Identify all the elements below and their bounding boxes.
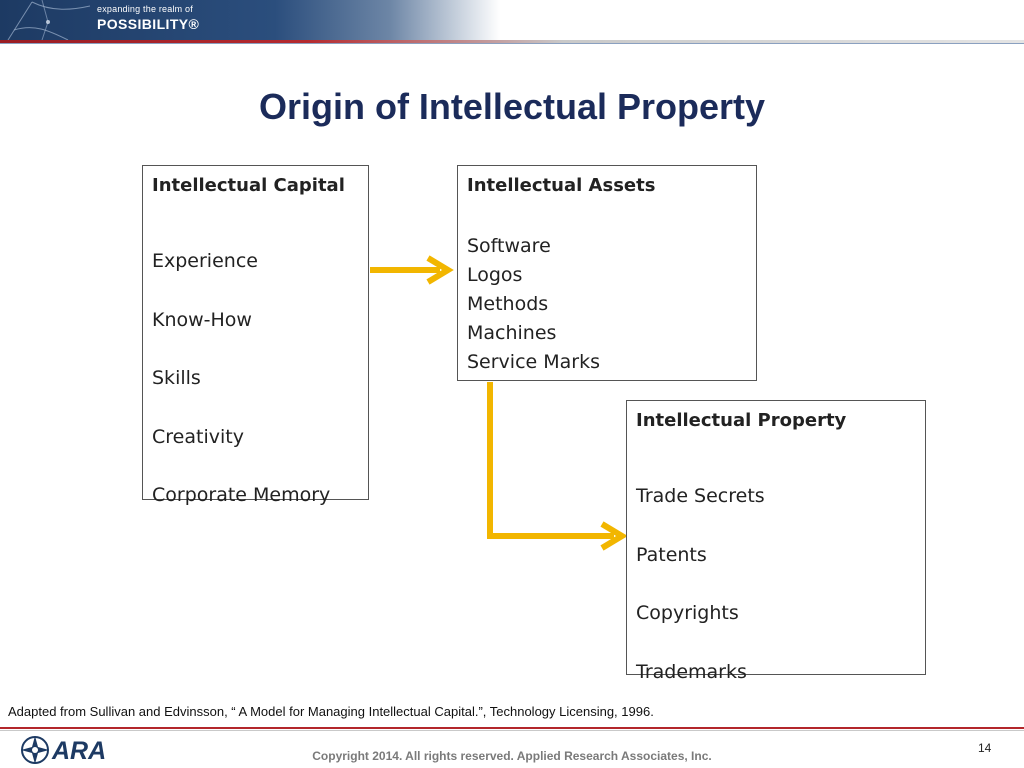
capital-item-know-how: Know-How	[152, 308, 252, 331]
intellectual-capital-box: Intellectual Capital Experience Know-How…	[142, 165, 369, 506]
arrow-capital-to-assets	[370, 255, 454, 285]
intellectual-capital-title: Intellectual Capital	[152, 175, 345, 196]
arrow-assets-to-property	[487, 382, 628, 551]
intellectual-property-box: Intellectual Property Trade Secrets Pate…	[626, 400, 926, 683]
ara-logo: ARA	[21, 736, 106, 765]
header-banner: expanding the realm of POSSIBILITY®	[0, 0, 1024, 46]
property-item-trademarks: Trademarks	[636, 660, 747, 683]
assets-item-software: Software	[467, 235, 551, 257]
slide-title: Origin of Intellectual Property	[258, 86, 766, 127]
assets-item-machines: Machines	[467, 322, 557, 344]
header-divider-blue	[0, 43, 1024, 44]
compass-logo-icon	[21, 736, 49, 764]
tagline-main: POSSIBILITY®	[97, 16, 200, 32]
property-item-copyrights: Copyrights	[636, 602, 739, 624]
logo-text: ARA	[51, 737, 106, 765]
intellectual-assets-box: Intellectual Assets Software Logos Metho…	[457, 165, 757, 381]
assets-item-methods: Methods	[467, 293, 549, 315]
tagline-top: expanding the realm of	[97, 4, 193, 14]
page-number: 14	[978, 741, 992, 755]
property-item-patents: Patents	[636, 543, 707, 566]
assets-item-service-marks: Service Marks	[467, 351, 601, 373]
footer-divider-red	[0, 727, 1024, 729]
assets-item-logos: Logos	[467, 264, 523, 286]
compass-star-icon	[7, 0, 91, 40]
capital-item-experience: Experience	[152, 250, 258, 272]
intellectual-assets-title: Intellectual Assets	[467, 175, 656, 196]
footer-divider-gray	[0, 730, 1024, 731]
capital-item-creativity: Creativity	[152, 425, 244, 448]
intellectual-property-title: Intellectual Property	[636, 410, 847, 431]
header-tagline: expanding the realm of POSSIBILITY®	[97, 4, 200, 32]
citation-text: Adapted from Sullivan and Edvinsson, “ A…	[8, 704, 654, 719]
property-item-trade-secrets: Trade Secrets	[636, 485, 765, 507]
capital-item-skills: Skills	[152, 367, 201, 389]
capital-item-corporate-memory: Corporate Memory	[152, 484, 331, 506]
header-divider-red	[0, 40, 1024, 43]
header-banner-fill	[0, 0, 500, 40]
copyright-text: Copyright 2014. All rights reserved. App…	[312, 749, 712, 763]
